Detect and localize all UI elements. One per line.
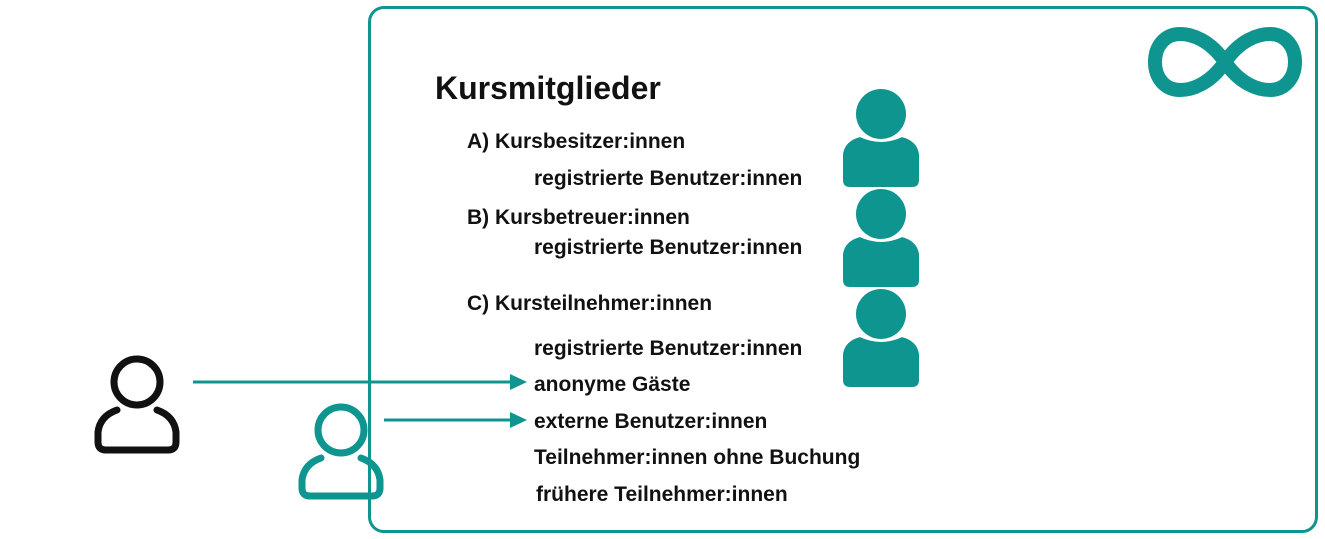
section-c-item: registrierte Benutzer:innen <box>534 337 803 360</box>
section-a-item: registrierte Benutzer:innen <box>534 167 803 190</box>
course-frame <box>368 6 1318 533</box>
section-b-item: registrierte Benutzer:innen <box>534 236 803 259</box>
user-filled-icon <box>841 89 921 189</box>
user-filled-icon <box>841 189 921 289</box>
user-outline-teal-icon <box>298 403 384 500</box>
section-b-label: B) Kursbetreuer:innen <box>467 206 690 229</box>
section-c-item: frühere Teilnehmer:innen <box>536 483 788 506</box>
section-a-label: A) Kursbesitzer:innen <box>467 130 686 153</box>
section-c-item: Teilnehmer:innen ohne Buchung <box>534 446 861 469</box>
section-c-item: anonyme Gäste <box>534 373 691 396</box>
section-c-label: C) Kursteilnehmer:innen <box>467 292 713 315</box>
infinity-icon <box>1147 26 1303 98</box>
user-outline-black-icon <box>94 355 180 454</box>
user-filled-icon <box>841 289 921 389</box>
diagram-title: Kursmitglieder <box>435 70 661 106</box>
section-c-item: externe Benutzer:innen <box>534 410 768 433</box>
